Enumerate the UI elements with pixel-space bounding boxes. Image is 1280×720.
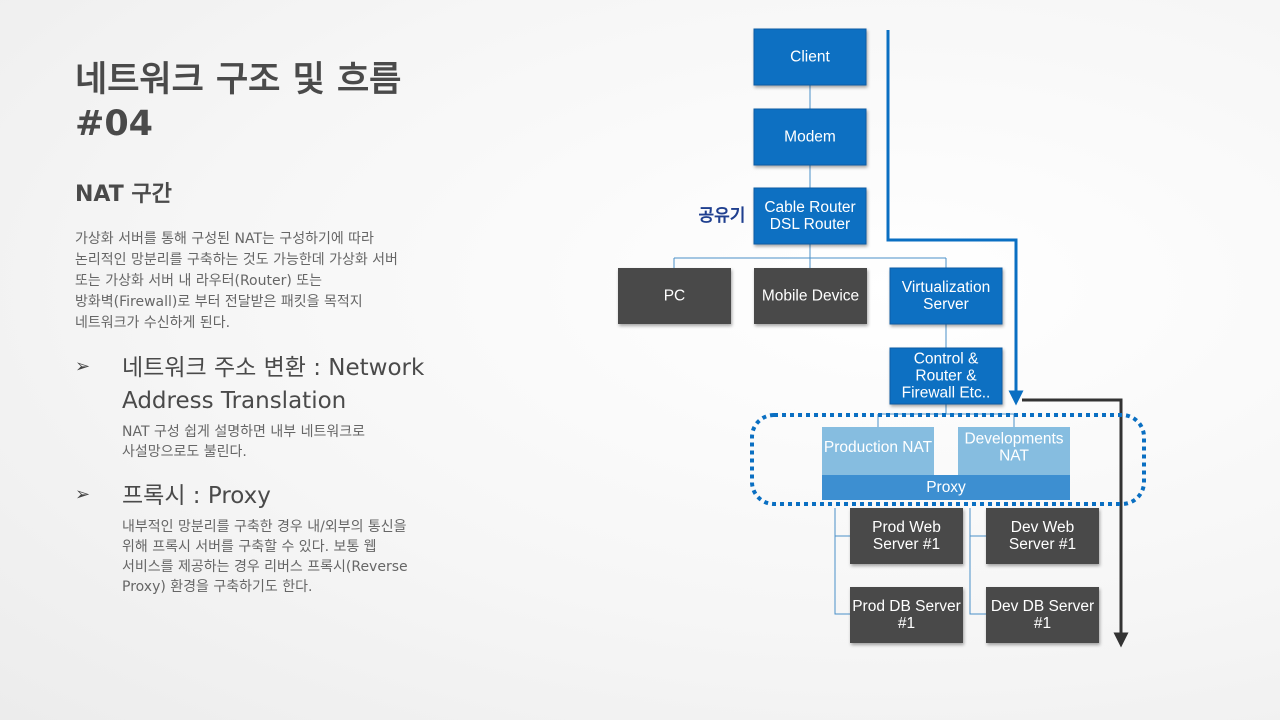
node-client: Client [753, 28, 867, 86]
control-label: Firewall Etc.. [902, 385, 991, 402]
router-annotation: 공유기 [699, 206, 746, 225]
modem-box [753, 108, 867, 166]
section-heading: NAT 구간 [75, 182, 172, 207]
page-title: 네트워크 구조 및 흐름 #04 [75, 60, 402, 144]
bullet-arrow-icon: ➢ [75, 484, 91, 505]
node-proxy: Proxy [822, 475, 1070, 500]
dev_db-label: Dev DB Server [991, 598, 1094, 615]
prod_nat-label: Production NAT [824, 439, 933, 456]
flow-arrow-blue [886, 30, 1024, 406]
node-mobile-device: Mobile Device [754, 268, 867, 324]
proxy-label: Proxy [926, 479, 966, 496]
node-pc: PC [618, 268, 731, 324]
flow-arrow-dark [1022, 398, 1129, 648]
control-box [889, 347, 1003, 405]
section-description: 가상화 서버를 통해 구성된 NAT는 구성하기에 따라 논리적인 망분리를 구… [75, 231, 398, 331]
bullet-heading: 네트워크 주소 변환 : Network Address Translation [122, 355, 425, 414]
router-label: DSL Router [770, 216, 850, 233]
prod_web-label: Server #1 [873, 536, 940, 553]
virt-box [889, 267, 1003, 325]
bullet-arrow-icon: ➢ [75, 356, 91, 377]
bullet-heading: 프록시 : Proxy [122, 483, 271, 509]
dev_web-label: Dev Web [1011, 519, 1074, 536]
prod_db-label: Prod DB Server [852, 598, 961, 615]
client-box [753, 28, 867, 86]
virt-label: Virtualization [902, 279, 990, 296]
node-production-nat: Production NAT [822, 427, 934, 484]
virt-label: Server [923, 296, 969, 313]
control-label: Router & [915, 368, 977, 385]
modem-label: Modem [784, 129, 836, 146]
bullet-proxy: ➢ 프록시 : Proxy 내부적인 망분리를 구축한 경우 내/외부의 통신을… [75, 480, 495, 597]
mobile-label: Mobile Device [762, 288, 859, 305]
bullet-text: NAT 구성 쉽게 설명하면 내부 네트워크로 사설망으로도 불린다. [122, 424, 365, 460]
router-label: Cable Router [764, 199, 855, 216]
mobile-box [754, 268, 867, 324]
dev_web-box [986, 508, 1099, 564]
node-dev-db-server: Dev DB Server#1 [986, 587, 1099, 643]
dev_nat-label: NAT [999, 448, 1029, 465]
dev_web-label: Server #1 [1009, 536, 1076, 553]
router-box [753, 187, 867, 245]
dev_nat-box [958, 427, 1070, 484]
node-modem: Modem [753, 108, 867, 166]
prod_web-box [850, 508, 963, 564]
prod_nat-box [822, 427, 934, 484]
nat-zone-outline [750, 413, 1146, 506]
node-prod-db-server: Prod DB Server#1 [850, 587, 963, 643]
dev_db-label: #1 [1034, 615, 1051, 632]
dev_nat-label: Developments [964, 431, 1063, 448]
client-label: Client [790, 49, 830, 66]
pc-label: PC [664, 288, 686, 305]
bullet-nat: ➢ 네트워크 주소 변환 : Network Address Translati… [75, 352, 495, 462]
pc-box [618, 268, 731, 324]
control-label: Control & [914, 351, 979, 368]
bullet-text: 내부적인 망분리를 구축한 경우 내/외부의 통신을 위해 프록시 서버를 구축… [122, 519, 408, 595]
proxy-box [822, 475, 1070, 500]
dev_db-box [986, 587, 1099, 643]
prod_db-label: #1 [898, 615, 915, 632]
prod_db-box [850, 587, 963, 643]
prod_web-label: Prod Web [872, 519, 941, 536]
node-control-router-firewall: Control &Router &Firewall Etc.. [889, 347, 1003, 405]
